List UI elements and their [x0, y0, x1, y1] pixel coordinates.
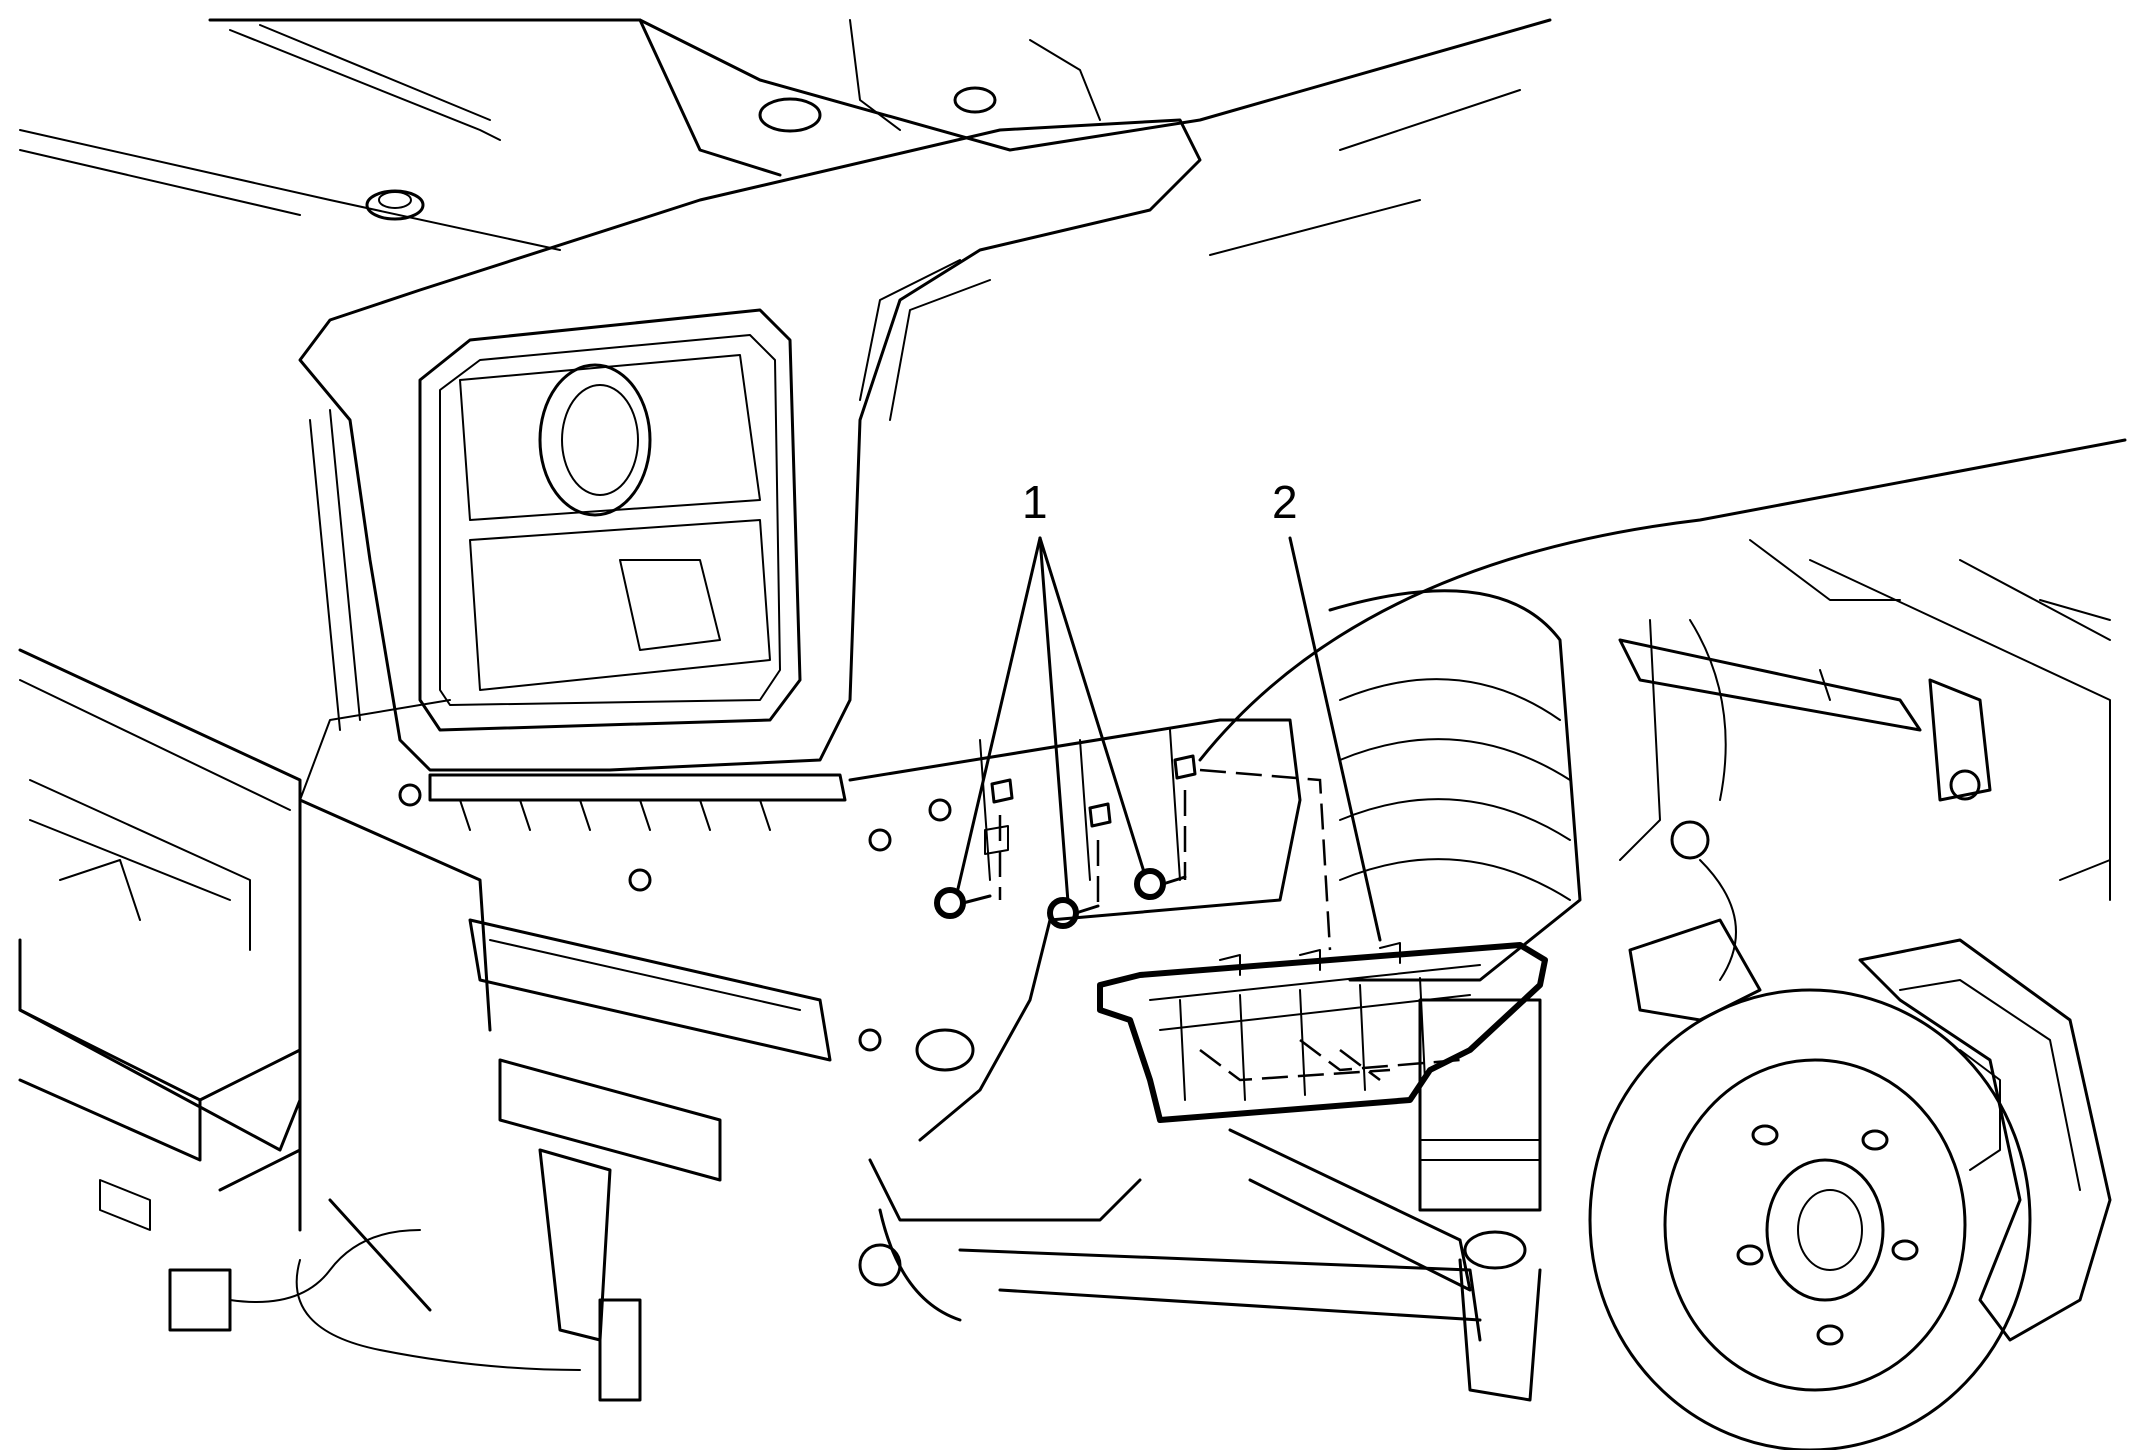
- callout-label-1: 1: [1022, 476, 1048, 528]
- fastener-bolt-right: [1134, 868, 1187, 900]
- brake-rotor-and-caliper: [1588, 938, 2112, 1450]
- alignment-dashed-lines: [998, 768, 1461, 1082]
- hood-and-upper-body: [19, 18, 1552, 256]
- right-fender: [1198, 438, 2127, 901]
- fastener-bolt-left: [934, 887, 992, 919]
- inner-fender-panel: [848, 718, 1302, 1322]
- fastener-bolt-center: [1047, 897, 1100, 929]
- headlamp-assembly: [298, 118, 1202, 831]
- bracket-part: [1097, 942, 1548, 1123]
- callout-label-2: 2: [1272, 476, 1298, 528]
- front-suspension: [958, 589, 1762, 1402]
- callout-leaders: [955, 536, 1382, 942]
- fasteners-group: [934, 754, 1197, 929]
- front-frame-structure: [18, 648, 952, 1402]
